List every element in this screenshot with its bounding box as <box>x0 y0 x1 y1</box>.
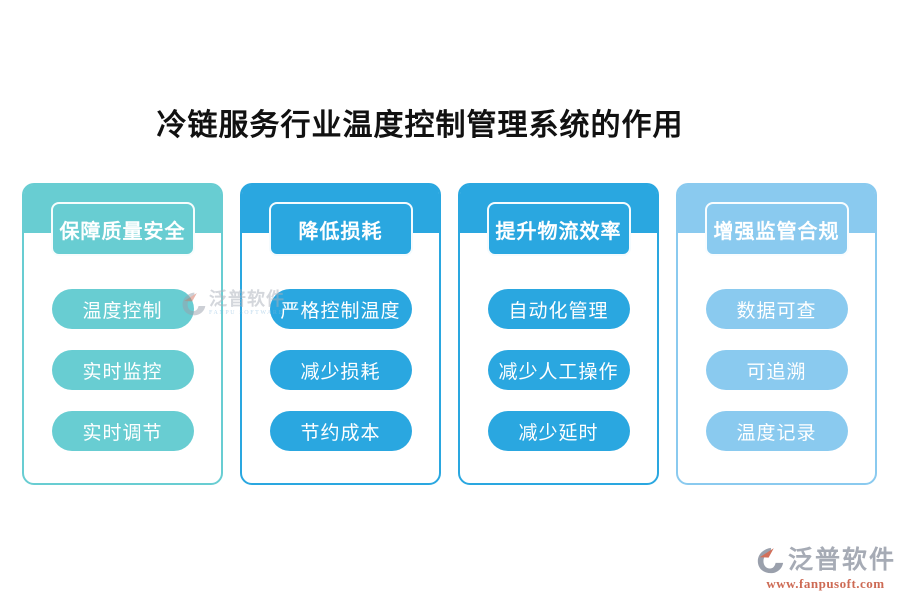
card-item-pill: 减少延时 <box>487 411 630 451</box>
card-item-list: 温度控制 实时监控 实时调节 <box>24 289 221 451</box>
card-item-list: 自动化管理 减少人工操作 减少延时 <box>460 289 657 451</box>
card-item-pill: 减少人工操作 <box>487 350 630 390</box>
card-header-badge: 降低损耗 <box>268 202 413 256</box>
card-item-pill: 节约成本 <box>269 411 412 451</box>
card-header-badge: 提升物流效率 <box>486 202 631 256</box>
card-item-list: 数据可查 可追溯 温度记录 <box>678 289 875 451</box>
card-header-badge: 增强监管合规 <box>704 202 849 256</box>
card-reduce-loss: 降低损耗 严格控制温度 减少损耗 节约成本 <box>240 183 441 485</box>
card-item-pill: 自动化管理 <box>487 289 630 329</box>
card-item-pill: 数据可查 <box>705 289 848 329</box>
card-item-list: 严格控制温度 减少损耗 节约成本 <box>242 289 439 451</box>
card-item-pill: 可追溯 <box>705 350 848 390</box>
card-header-badge: 保障质量安全 <box>50 202 195 256</box>
watermark-bottom-right: 泛普软件 www.fanpusoft.com <box>755 545 896 592</box>
card-quality-safety: 保障质量安全 温度控制 实时监控 实时调节 <box>22 183 223 485</box>
card-item-pill: 实时监控 <box>51 350 194 390</box>
card-item-pill: 温度控制 <box>51 289 194 329</box>
card-regulatory-compliance: 增强监管合规 数据可查 可追溯 温度记录 <box>676 183 877 485</box>
card-item-pill: 严格控制温度 <box>269 289 412 329</box>
card-item-pill: 实时调节 <box>51 411 194 451</box>
card-item-pill: 温度记录 <box>705 411 848 451</box>
benefit-cards-row: 保障质量安全 温度控制 实时监控 实时调节 降低损耗 严格控制温度 减少损耗 节… <box>22 183 877 485</box>
card-logistics-efficiency: 提升物流效率 自动化管理 减少人工操作 减少延时 <box>458 183 659 485</box>
fanpu-logo-icon <box>755 545 785 575</box>
watermark-brand: 泛普软件 <box>787 546 896 574</box>
page-title: 冷链服务行业温度控制管理系统的作用 <box>156 109 684 142</box>
card-item-pill: 减少损耗 <box>269 350 412 390</box>
watermark-url: www.fanpusoft.com <box>766 576 885 591</box>
